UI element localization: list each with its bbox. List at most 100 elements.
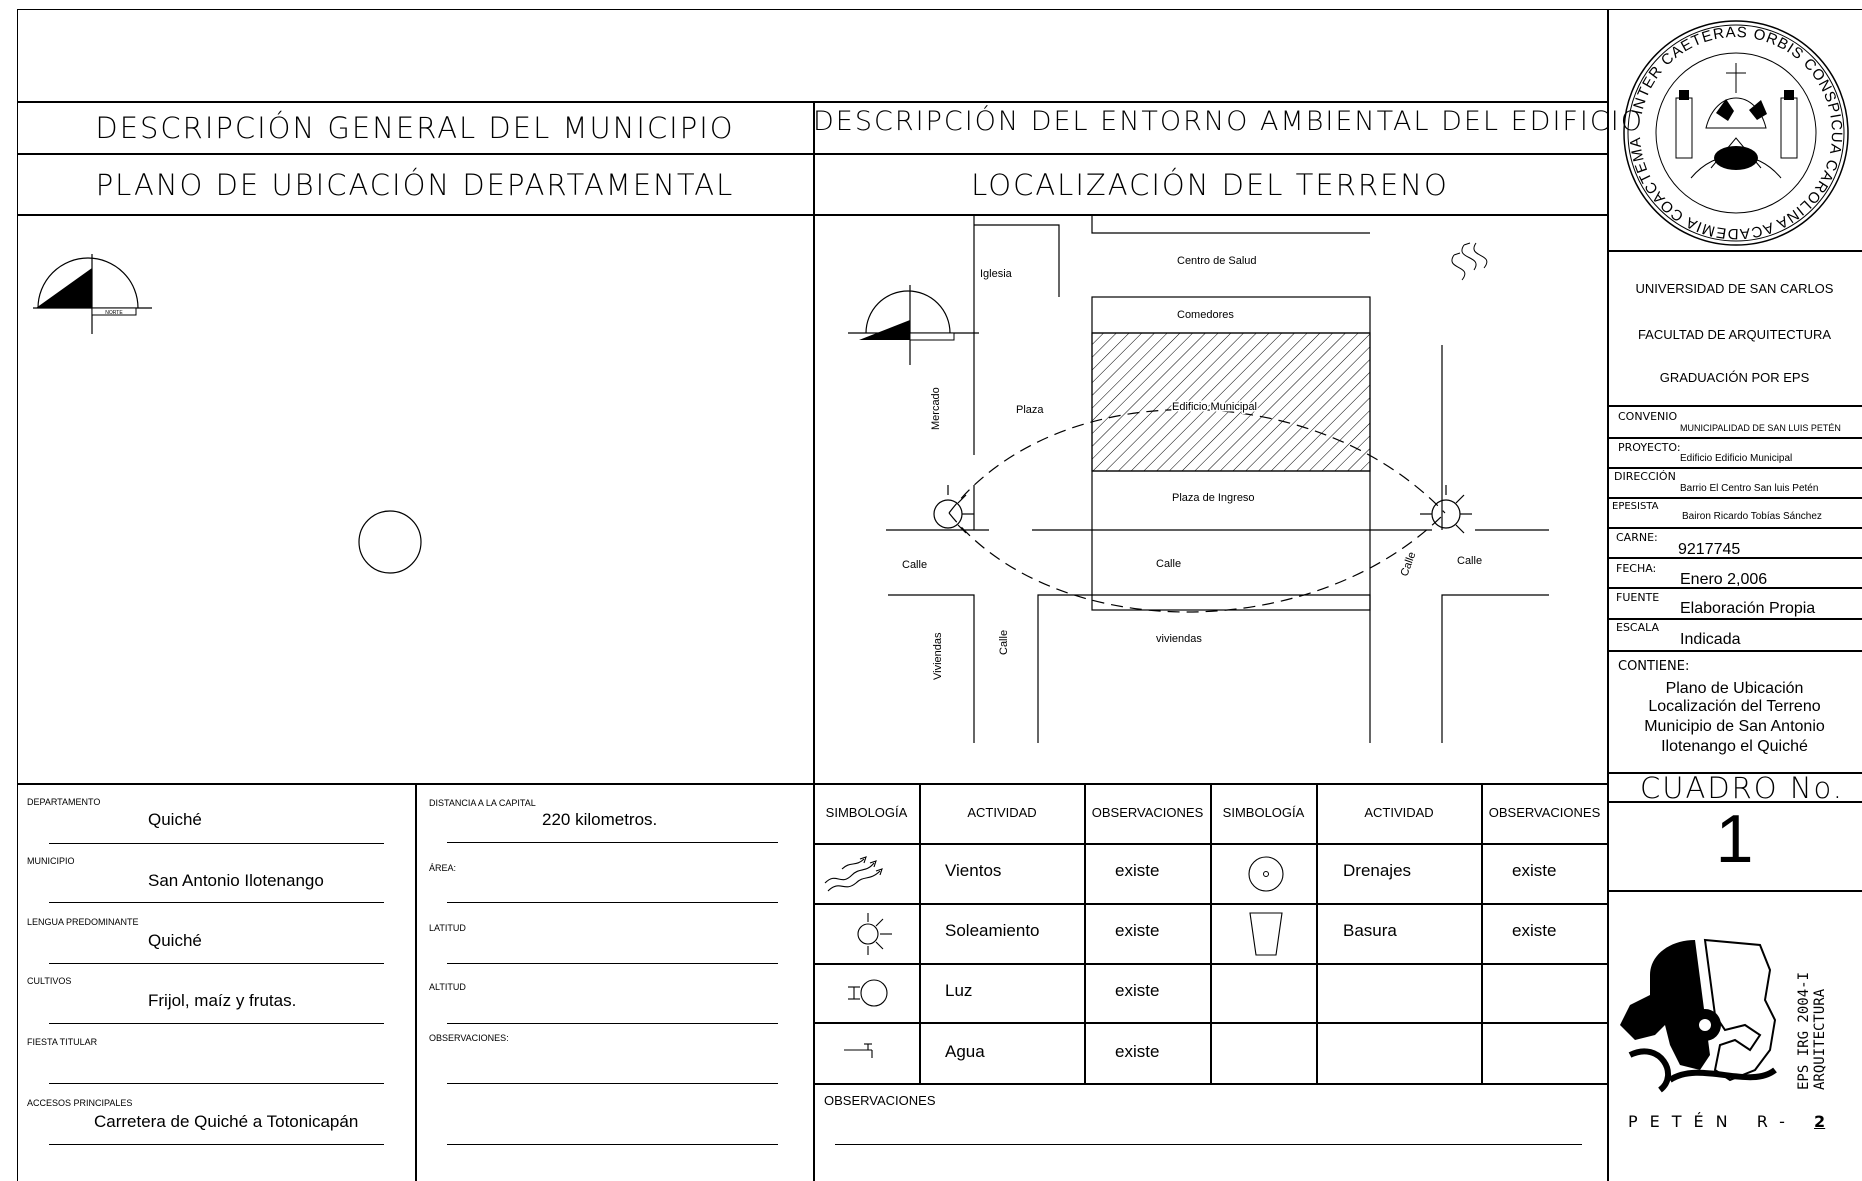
sun-icon-east — [1420, 485, 1472, 534]
underline — [835, 1144, 1582, 1145]
label-calle-diag: Calle — [1399, 550, 1419, 578]
water-tap-icon — [844, 1043, 873, 1058]
header-observaciones-2: OBSERVACIONES — [1488, 805, 1601, 820]
cultivos-label: CULTIVOS — [27, 976, 72, 986]
actividad-drenajes: Drenajes — [1343, 861, 1412, 880]
hline-1 — [17, 101, 1607, 103]
underline — [447, 1144, 778, 1145]
fuente-label: FUENTE — [1616, 591, 1660, 604]
sun-icon — [857, 913, 892, 955]
tbl-col — [1316, 784, 1318, 1083]
hline-tb — [1607, 437, 1862, 439]
hline-tb — [1607, 890, 1862, 892]
eps-logo — [1620, 938, 1777, 1093]
underline — [447, 963, 778, 964]
underline — [49, 902, 384, 903]
departamento-label: DEPARTAMENTO — [27, 797, 101, 807]
hline-tb — [1607, 467, 1862, 469]
label-iglesia: Iglesia — [980, 268, 1013, 280]
lengua-label: LENGUA PREDOMINANTE — [27, 917, 139, 927]
obs-drenajes: existe — [1512, 861, 1557, 880]
sun-icon-west — [933, 485, 974, 534]
hline-tb — [1607, 527, 1862, 529]
eps-vertical-text: EPS IRG 2004-I ARQUITECTURA — [1796, 940, 1836, 1090]
hline-tb — [1607, 405, 1862, 407]
label-plaza: Plaza — [1016, 404, 1044, 416]
title-municipio: DESCRIPCIÓN GENERAL DEL MUNICIPIO — [95, 111, 735, 145]
direccion-value: Barrio El Centro San luis Petén — [1680, 483, 1819, 494]
hline-tb — [1607, 618, 1862, 620]
hline-tb — [1607, 801, 1862, 803]
tbl-col — [1084, 784, 1086, 1083]
label-mercado: Mercado — [930, 387, 942, 430]
actividad-agua: Agua — [945, 1042, 985, 1061]
actividad-soleamiento: Soleamiento — [945, 921, 1040, 940]
graduacion-text: GRADUACIÓN POR EPS — [1659, 370, 1810, 385]
title-localizacion: LOCALIZACIÓN DEL TERRENO — [971, 168, 1449, 202]
accesos-value: Carretera de Quiché a Totonicapán — [94, 1112, 359, 1131]
tbl-row — [813, 1083, 1607, 1085]
label-viviendas-left: Viviendas — [932, 632, 944, 680]
header-actividad-1: ACTIVIDAD — [967, 805, 1037, 820]
svg-text:INTER CAETERAS ORBIS CONSPICUA: INTER CAETERAS ORBIS CONSPICUA CAROLINA … — [1621, 18, 1845, 242]
observaciones-info-label: OBSERVACIONES: — [429, 1033, 509, 1043]
wind-icon — [1451, 242, 1488, 281]
hline-tb — [1607, 650, 1862, 652]
facultad-text: FACULTAD DE ARQUITECTURA — [1637, 327, 1832, 342]
underline — [447, 842, 778, 843]
wind-icon — [824, 856, 883, 892]
fuente-value: Elaboración Propia — [1680, 600, 1816, 617]
hline-tb — [1607, 772, 1862, 774]
label-calle-vert: Calle — [998, 630, 1010, 655]
tbl-row — [813, 843, 1607, 845]
label-calle-right: Calle — [1457, 555, 1482, 567]
underline — [49, 1023, 384, 1024]
fecha-label: FECHA: — [1616, 562, 1657, 575]
obs-vientos: existe — [1115, 861, 1160, 880]
fiesta-label: FIESTA TITULAR — [27, 1037, 98, 1047]
actividad-basura: Basura — [1343, 921, 1397, 940]
label-edificio: Edificio Municipal — [1172, 401, 1257, 413]
underline — [447, 1083, 778, 1084]
convenio-value: MUNICIPALIDAD DE SAN LUIS PETÉN — [1680, 423, 1841, 433]
header-simbologia-1: SIMBOLOGÍA — [825, 805, 908, 820]
label-calle-left: Calle — [902, 559, 927, 571]
universidad-text: UNIVERSIDAD DE SAN CARLOS — [1635, 281, 1834, 296]
hline-tb — [1607, 557, 1862, 559]
peten-label: PETÉN R- — [1628, 1112, 1815, 1131]
header-observaciones-1: OBSERVACIONES — [1091, 805, 1204, 820]
divider-center — [813, 102, 815, 1181]
hline-tb — [1607, 587, 1862, 589]
proyecto-value: Edificio Edificio Municipal — [1680, 453, 1793, 464]
tbl-col — [1481, 784, 1483, 1083]
divider-titleblock — [1607, 9, 1609, 1181]
cultivos-value: Frijol, maíz y frutas. — [148, 991, 297, 1010]
eps-line2: ARQUITECTURA — [1812, 988, 1828, 1090]
accesos-label: ACCESOS PRINCIPALES — [27, 1098, 133, 1108]
obs-agua: existe — [1115, 1042, 1160, 1061]
light-icon — [848, 979, 888, 1007]
contiene-label: CONTIENE: — [1618, 659, 1690, 674]
north-arrow-site — [848, 285, 979, 365]
area-label: ÁREA: — [429, 863, 457, 873]
hline-tb — [1607, 497, 1862, 499]
actividad-vientos: Vientos — [945, 861, 1002, 880]
label-viviendas-center: viviendas — [1156, 633, 1202, 645]
convenio-label: CONVENIO — [1618, 410, 1678, 423]
label-centro-salud: Centro de Salud — [1177, 255, 1257, 267]
distancia-value: 220 kilometros. — [542, 810, 658, 829]
carne-value: 9217745 — [1678, 541, 1741, 558]
site-plan: Iglesia Centro de Salud Comedores Mercad… — [848, 215, 1549, 743]
underline — [49, 1083, 384, 1084]
underline — [447, 1023, 778, 1024]
label-comedores: Comedores — [1177, 309, 1234, 321]
hline-2 — [17, 153, 1607, 155]
escala-value: Indicada — [1680, 631, 1741, 648]
municipio-value: San Antonio Ilotenango — [148, 871, 324, 890]
header-simbologia-2: SIMBOLOGÍA — [1222, 805, 1305, 820]
drain-icon — [1248, 856, 1284, 892]
label-calle-center: Calle — [1156, 558, 1181, 570]
escala-label: ESCALA — [1616, 621, 1660, 634]
north-label: NORTE — [105, 310, 123, 316]
eps-line1: EPS IRG 2004-I — [1796, 971, 1812, 1090]
